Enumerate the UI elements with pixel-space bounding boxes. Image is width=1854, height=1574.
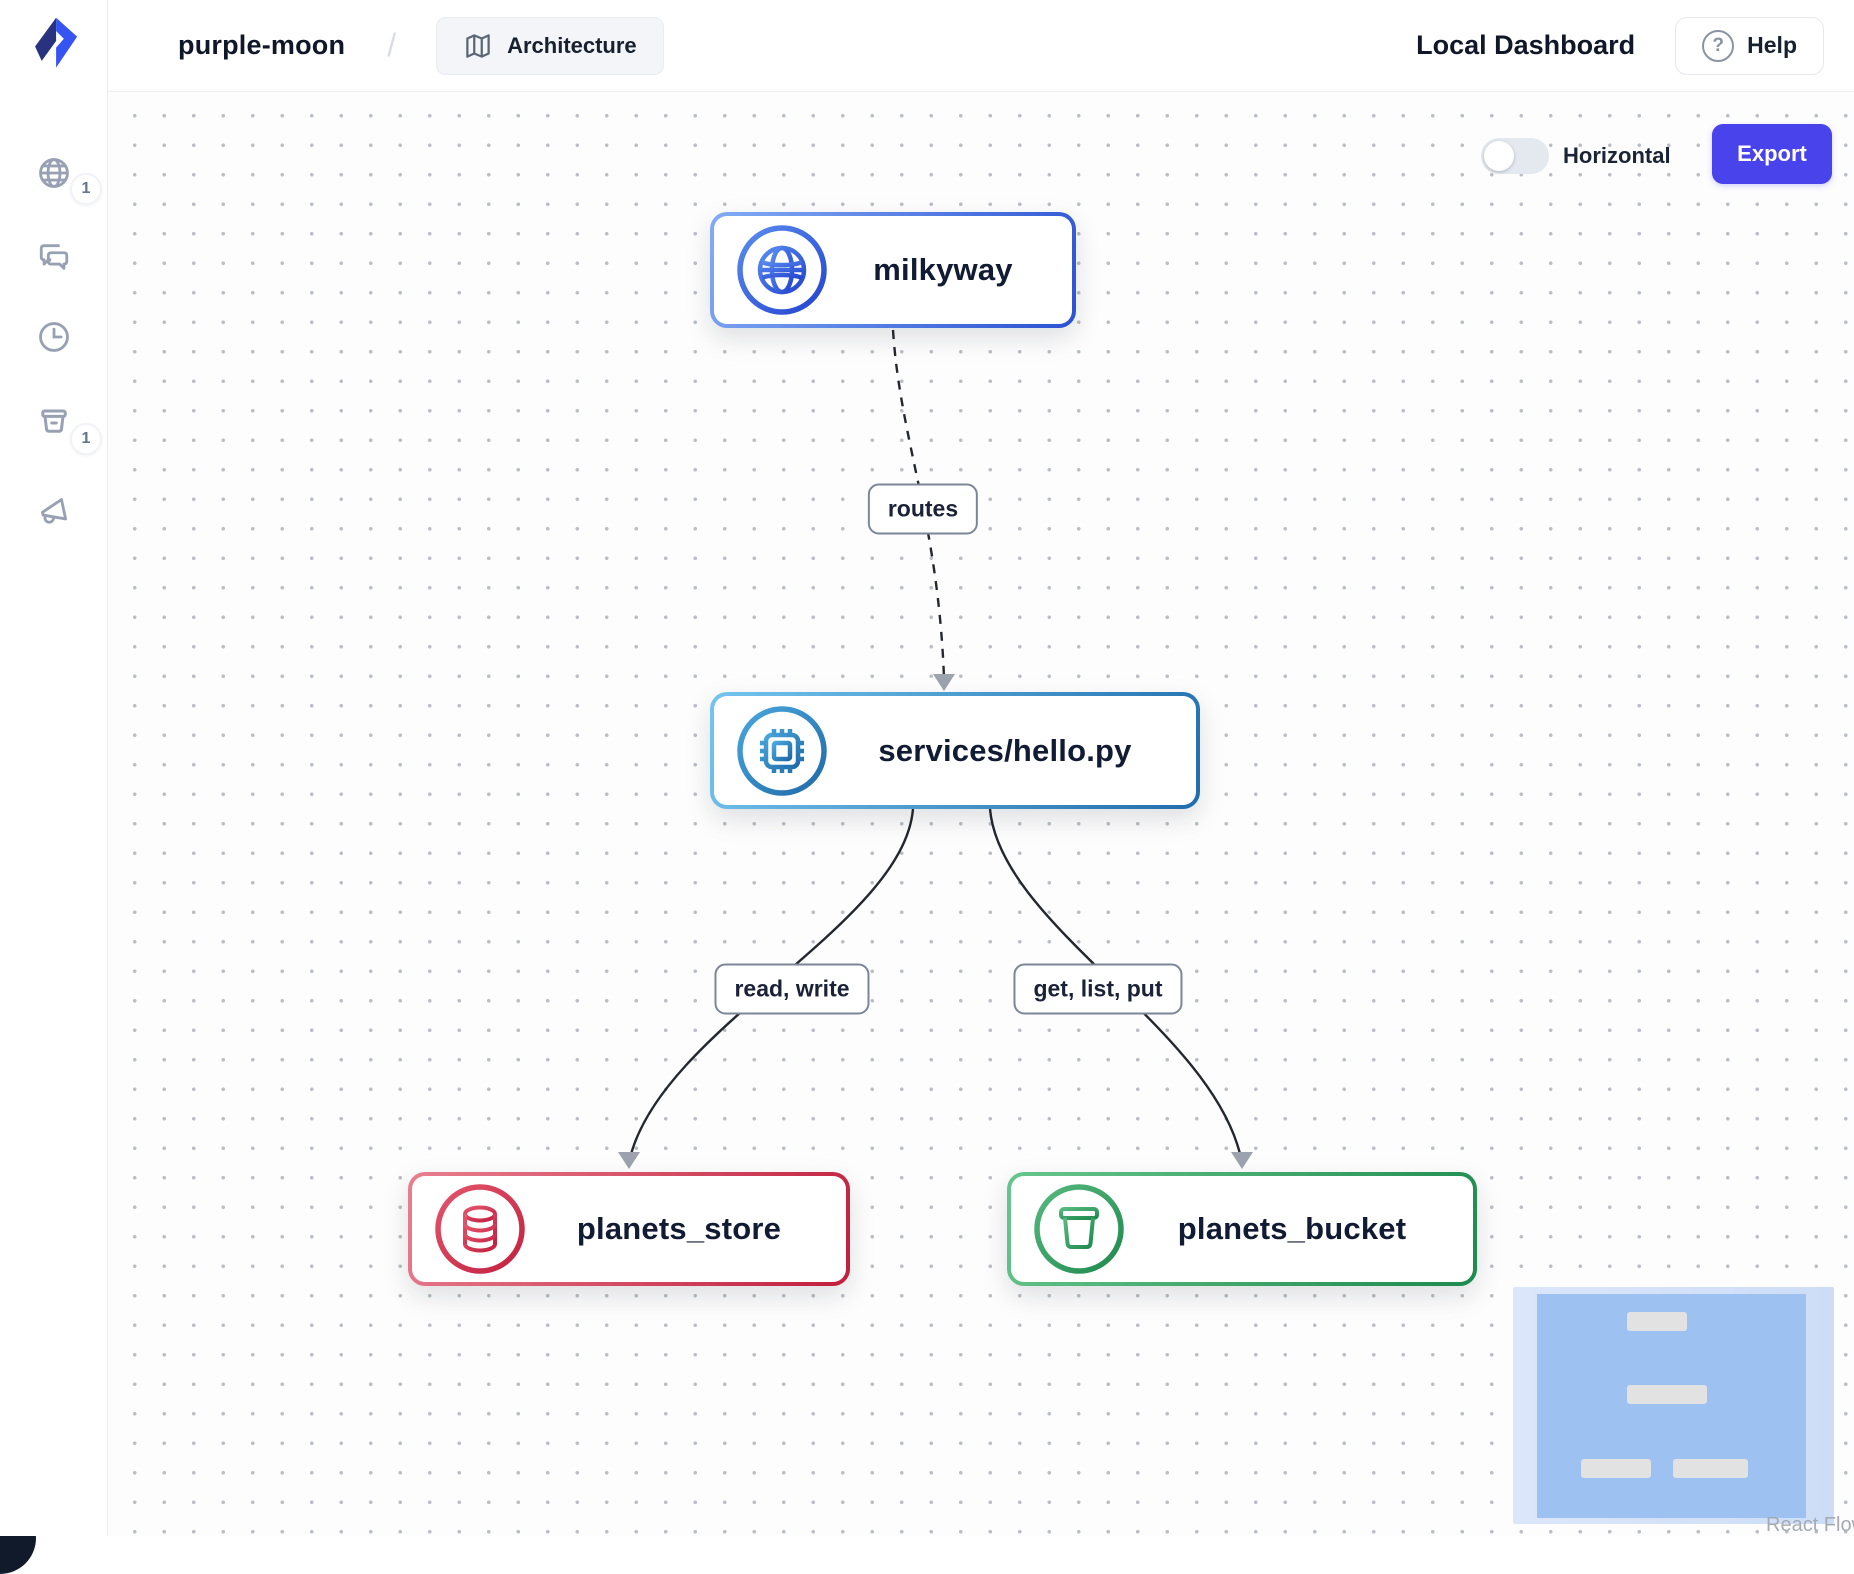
bucket-icon [1034, 1184, 1124, 1274]
breadcrumb-separator: / [387, 27, 397, 63]
node-services-hello[interactable]: services/hello.py [710, 692, 1200, 809]
minimap-node [1581, 1459, 1651, 1478]
count-badge: 1 [70, 423, 102, 455]
help-button-label: Help [1747, 32, 1797, 58]
sidebar-item-websockets[interactable] [0, 225, 108, 289]
globe-icon [737, 225, 827, 315]
chat-icon [39, 244, 69, 270]
header: purple-moon / Architecture Local Dashboa… [108, 0, 1854, 92]
count-badge: 1 [70, 173, 102, 205]
sidebar-item-schedules[interactable] [0, 305, 108, 369]
sidebar-item-apis[interactable]: 1 [0, 141, 108, 205]
toggle-knob [1484, 141, 1514, 171]
sidebar-item-topics[interactable] [0, 480, 108, 544]
diagram-canvas[interactable] [108, 92, 1854, 1536]
sidebar-item-storage[interactable]: 1 [0, 391, 108, 455]
question-icon: ? [1702, 29, 1735, 62]
app-logo-icon[interactable] [26, 10, 84, 72]
edge-label-read-write[interactable]: read, write [714, 963, 870, 1015]
architecture-tab[interactable]: Architecture [436, 16, 664, 75]
clock-icon [39, 322, 69, 352]
cpu-icon [737, 705, 827, 796]
react-flow-attribution: React Flow [1766, 1514, 1854, 1536]
megaphone-icon [41, 498, 68, 524]
node-label: services/hello.py [878, 732, 1132, 768]
horizontal-toggle[interactable] [1481, 138, 1549, 174]
horizontal-toggle-label: Horizontal [1563, 143, 1671, 168]
page-title: Local Dashboard [1416, 30, 1636, 60]
node-milkyway[interactable]: milkyway [710, 212, 1076, 328]
edge-label-get-list-put[interactable]: get, list, put [1013, 963, 1183, 1015]
architecture-tab-label: Architecture [507, 32, 637, 58]
minimap[interactable] [1513, 1287, 1834, 1524]
node-label: milkyway [873, 252, 1013, 287]
globe-icon [39, 158, 69, 188]
minimap-node [1627, 1312, 1687, 1331]
sidebar: 1 1 [0, 0, 108, 1536]
node-planets-bucket[interactable]: planets_bucket [1007, 1172, 1477, 1286]
minimap-node [1627, 1385, 1707, 1404]
export-button[interactable]: Export [1712, 124, 1832, 184]
node-planets-store[interactable]: planets_store [408, 1172, 850, 1286]
minimap-node [1673, 1459, 1748, 1478]
breadcrumb-project: purple-moon [178, 30, 346, 60]
minimap-viewport [1537, 1294, 1806, 1518]
node-label: planets_bucket [1177, 1211, 1407, 1246]
map-icon [466, 33, 490, 58]
bucket-icon [41, 409, 67, 433]
help-button[interactable]: ? Help [1675, 16, 1824, 75]
edge-label-routes[interactable]: routes [867, 483, 979, 535]
database-icon [435, 1184, 525, 1274]
node-label: planets_store [576, 1211, 782, 1246]
